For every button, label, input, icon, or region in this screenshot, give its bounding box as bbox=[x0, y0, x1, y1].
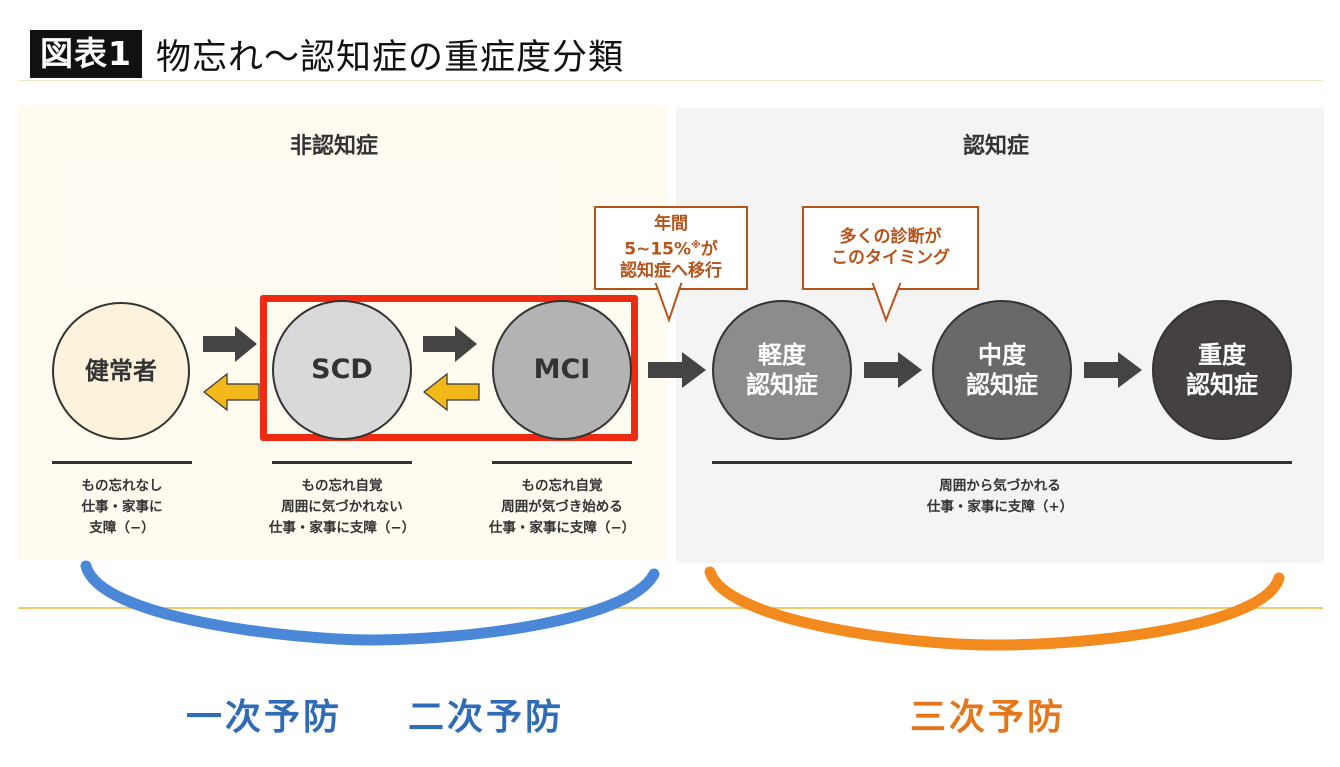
callout-tail-2 bbox=[871, 282, 902, 323]
forward-arrow-moderate-severe bbox=[1084, 352, 1142, 388]
callout-line: 年間 bbox=[654, 214, 688, 235]
primary-prevention-label: 一次予防 bbox=[186, 697, 343, 738]
description-line: 仕事・家事に bbox=[81, 499, 163, 515]
callout-tail-1 bbox=[654, 282, 683, 324]
non-dementia-inner-area bbox=[70, 155, 560, 285]
figure-title-text: 物忘れ〜認知症の重症度分類 bbox=[155, 37, 624, 78]
node-severe-dementia: 重度 認知症 bbox=[1152, 300, 1292, 440]
backward-arrow-scd-healthy bbox=[203, 372, 260, 412]
figure-title: 図表1 物忘れ〜認知症の重症度分類 bbox=[30, 30, 624, 78]
description-line: 周囲から気づかれる bbox=[939, 478, 1061, 494]
node-label: SCD bbox=[311, 354, 373, 385]
description-scd: もの忘れ自覚 周囲に気づかれない 仕事・家事に支障（−） bbox=[242, 476, 442, 539]
description-rule-scd bbox=[272, 461, 412, 464]
node-label: 健常者 bbox=[85, 357, 157, 385]
node-label: 認知症 bbox=[1186, 371, 1258, 399]
callout-line: 5~15%※が bbox=[596, 235, 746, 261]
forward-arrow-mci-mild bbox=[648, 352, 706, 388]
node-healthy: 健常者 bbox=[52, 302, 190, 440]
transition-rate-callout: 年間 5~15%※が 認知症へ移行 bbox=[594, 206, 748, 290]
description-rule-dementia bbox=[712, 461, 1292, 464]
forward-arrow-mild-moderate bbox=[864, 352, 922, 388]
scd-mci-highlight bbox=[260, 295, 638, 441]
forward-arrow-scd-mci bbox=[423, 326, 477, 362]
callout-rate: 5~15% bbox=[624, 239, 692, 260]
prevention-divider bbox=[18, 607, 1323, 609]
node-moderate-dementia: 中度 認知症 bbox=[932, 300, 1072, 440]
description-line: 支障（−） bbox=[89, 520, 155, 536]
node-mci: MCI bbox=[492, 300, 632, 440]
callout-line: 多くの診断が bbox=[839, 227, 942, 247]
forward-arrow-healthy-scd bbox=[203, 326, 257, 362]
node-label: 認知症 bbox=[966, 371, 1038, 399]
footnote-mark: ※ bbox=[691, 240, 701, 252]
node-label: 認知症 bbox=[746, 371, 818, 399]
node-scd: SCD bbox=[272, 300, 412, 440]
description-line: もの忘れなし bbox=[81, 478, 163, 494]
title-divider bbox=[18, 80, 1323, 81]
primary-secondary-bracket bbox=[80, 560, 660, 646]
description-line: もの忘れ自覚 bbox=[521, 478, 603, 494]
diagnosis-timing-callout: 多くの診断が このタイミング bbox=[802, 206, 979, 290]
callout-particle: が bbox=[700, 239, 718, 260]
figure-badge: 図表1 bbox=[30, 30, 142, 78]
description-line: 仕事・家事に支障（+） bbox=[926, 499, 1074, 515]
callout-line: このタイミング bbox=[831, 248, 950, 268]
description-line: 仕事・家事に支障（−） bbox=[488, 520, 636, 536]
node-label: 軽度 bbox=[758, 341, 806, 369]
description-mci: もの忘れ自覚 周囲が気づき始める 仕事・家事に支障（−） bbox=[462, 476, 662, 539]
node-label: 重度 bbox=[1198, 341, 1246, 369]
description-healthy: もの忘れなし 仕事・家事に 支障（−） bbox=[40, 476, 204, 539]
description-line: 周囲に気づかれない bbox=[281, 499, 403, 515]
node-mild-dementia: 軽度 認知症 bbox=[712, 300, 852, 440]
description-rule-mci bbox=[492, 461, 632, 464]
callout-line: 認知症へ移行 bbox=[620, 260, 722, 281]
dementia-heading: 認知症 bbox=[963, 134, 1030, 159]
non-dementia-heading: 非認知症 bbox=[290, 134, 379, 159]
tertiary-bracket bbox=[704, 566, 1285, 651]
description-line: もの忘れ自覚 bbox=[301, 478, 383, 494]
description-line: 仕事・家事に支障（−） bbox=[268, 520, 416, 536]
backward-arrow-mci-scd bbox=[423, 372, 480, 412]
description-rule-healthy bbox=[52, 461, 192, 464]
description-dementia: 周囲から気づかれる 仕事・家事に支障（+） bbox=[900, 476, 1100, 518]
tertiary-prevention-label: 三次予防 bbox=[910, 697, 1067, 738]
node-label: MCI bbox=[533, 354, 591, 385]
node-label: 中度 bbox=[978, 341, 1026, 369]
secondary-prevention-label: 二次予防 bbox=[408, 697, 565, 738]
description-line: 周囲が気づき始める bbox=[501, 499, 623, 515]
